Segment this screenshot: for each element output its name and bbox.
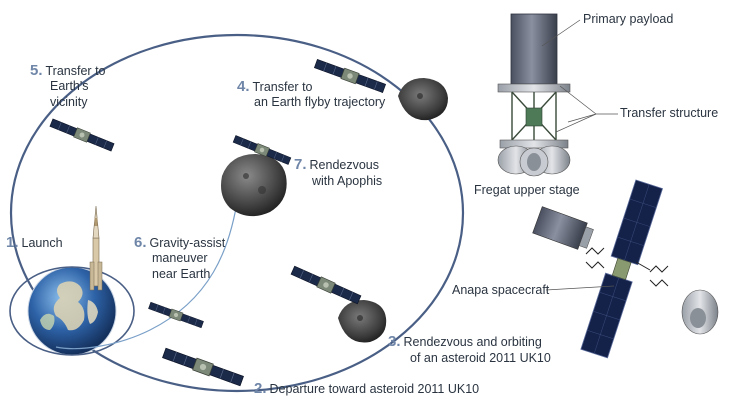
step-label-transfer-vicinity: 5.Transfer to	[30, 63, 106, 79]
launch-stack	[497, 13, 571, 177]
earth-globe	[9, 266, 135, 356]
step-number: 4.	[237, 78, 250, 95]
step-text: Departure toward asteroid 2011 UK10	[269, 382, 480, 396]
asteroid-flyby	[398, 78, 448, 121]
step-text: Launch	[21, 236, 63, 250]
step-label-transfer-vicinity-line3: vicinity	[50, 95, 88, 109]
step-label-rendezvous-uk10-line2: of an asteroid 2011 UK10	[410, 351, 551, 365]
step-text: Gravity-assist	[149, 236, 226, 250]
spacecraft-step6	[147, 300, 205, 330]
step-text: Rendezvous and orbiting	[403, 335, 542, 349]
step-number: 6.	[134, 234, 147, 251]
anapa-spacecraft-label: Anapa spacecraft	[452, 283, 550, 297]
step-number: 7.	[294, 156, 307, 173]
step-label-rendezvous-uk10: 3.Rendezvous and orbiting	[388, 334, 542, 350]
step-label-launch: 1.Launch	[6, 235, 63, 251]
launch-rocket	[89, 205, 103, 291]
primary-payload-label: Primary payload	[583, 12, 674, 26]
step-number: 3.	[388, 333, 401, 350]
step-label-gravity-assist-line3: near Earth	[152, 267, 211, 281]
spacecraft-step4	[313, 57, 387, 95]
step-label-earth-flyby-trajectory-line2: an Earth flyby trajectory	[254, 95, 386, 109]
step-number: 5.	[30, 62, 43, 79]
spacecraft-step2	[161, 346, 245, 388]
step-number: 2.	[254, 380, 267, 397]
step-label-departure: 2.Departure toward asteroid 2011 UK10	[254, 381, 479, 397]
step-label-gravity-assist: 6.Gravity-assist	[134, 235, 225, 251]
step-label-transfer-vicinity-line2: Earth's	[50, 79, 89, 93]
step-number: 1.	[6, 234, 19, 251]
asteroid-apophis	[221, 154, 287, 217]
transfer-structure-label: Transfer structure	[620, 106, 719, 120]
fregat-upper-stage-label: Fregat upper stage	[474, 183, 580, 197]
leader-lines	[541, 19, 618, 291]
step-text: Transfer to	[45, 64, 106, 78]
anapa-spacecraft-illustration	[532, 179, 719, 359]
step-label-rendezvous-apophis: 7.Rendezvous	[294, 157, 379, 173]
transfer-orbit	[9, 33, 465, 393]
spacecraft-step5	[49, 117, 115, 153]
step-label-earth-flyby-trajectory: 4.Transfer to	[237, 79, 313, 95]
asteroid-2011-uk10	[338, 300, 387, 343]
spacecraft-step3	[290, 264, 362, 306]
step-label-rendezvous-apophis-line2: with Apophis	[312, 174, 383, 188]
step-text: Transfer to	[252, 80, 313, 94]
step-label-gravity-assist-line2: maneuver	[152, 251, 208, 265]
step-text: Rendezvous	[309, 158, 380, 172]
flyby-trajectory	[55, 195, 239, 350]
